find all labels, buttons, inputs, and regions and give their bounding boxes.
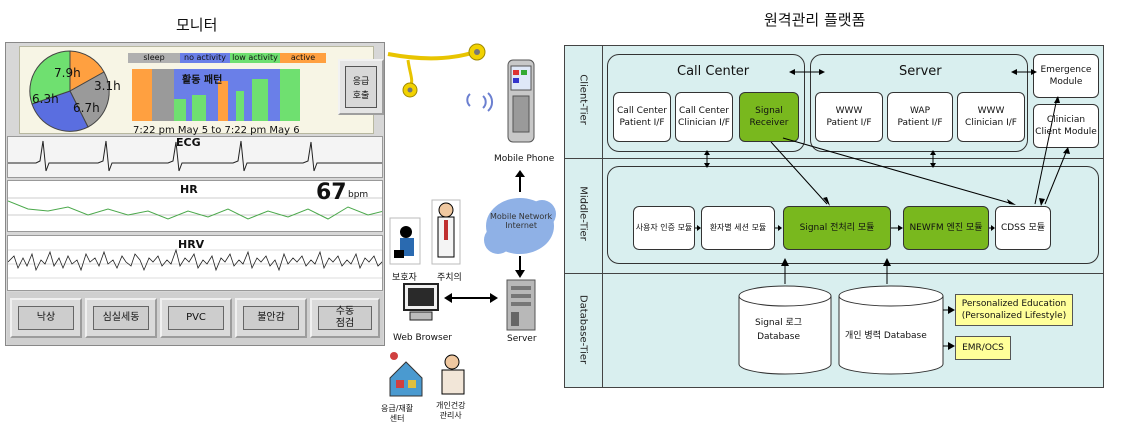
connection-illustration: [386, 43, 556, 400]
legend-sleep: sleep: [128, 53, 180, 63]
mobile-phone-icon: [507, 59, 535, 143]
network-cloud-icon: [484, 198, 556, 254]
server-icon: [506, 279, 536, 331]
tier-divider-2: [565, 273, 1103, 274]
server-title: Server: [899, 64, 942, 79]
pie-label-gray: 6.7h: [73, 101, 100, 115]
mobile-phone-label: Mobile Phone: [494, 154, 555, 164]
hr-trend: [8, 197, 382, 220]
legend-active: active: [280, 53, 326, 63]
activity-pie-chart: [29, 50, 110, 132]
signal-preprocessing-module: Signal 전처리 모듈: [783, 206, 891, 250]
manual-check-button[interactable]: 수동 점검: [310, 298, 380, 338]
wap-patient-if: WAP Patient I/F: [887, 92, 953, 142]
anxiety-button[interactable]: 불안감: [235, 298, 307, 338]
activity-time-range: 7:22 pm May 5 to 7:22 pm May 6: [133, 125, 300, 136]
clinician-client-module: Clinician Client Module: [1033, 104, 1099, 148]
doctor-icon: [431, 199, 461, 265]
www-patient-if: WWW Patient I/F: [815, 92, 883, 142]
middle-tier-group: [607, 166, 1099, 264]
platform-title: 원격관리 플랫폼: [764, 11, 866, 29]
hr-label: HR: [180, 183, 198, 196]
hrv-panel: HRV: [7, 235, 383, 291]
patient-session-module: 환자별 세션 모듈: [701, 206, 775, 250]
signal-log-database-icon: [738, 285, 832, 375]
signal-receiver: Signal Receiver: [739, 92, 799, 142]
health-manager-label: 개인건강 관리사: [436, 401, 466, 420]
server-label: Server: [507, 334, 537, 344]
guardian-icon: [389, 217, 421, 265]
web-browser-label: Web Browser: [393, 333, 452, 343]
guardian-label: 보호자: [392, 273, 417, 283]
hrv-trend: [8, 248, 382, 279]
manual-check-label: 수동 점검: [318, 306, 372, 330]
tier-column-divider: [602, 46, 603, 387]
hrv-label: HRV: [178, 238, 205, 251]
monitor-screen: 7.9h 3.1h 6.3h 6.7h sleep no activity lo…: [5, 42, 385, 346]
hr-panel: HR 67 bpm: [7, 180, 383, 232]
call-center-patient-if: Call Center Patient I/F: [613, 92, 671, 142]
fall-label: 낙상: [18, 306, 74, 330]
doctor-label: 주치의: [437, 273, 462, 283]
signal-log-database-label: Signal 로그 Database: [755, 318, 803, 342]
monitor-title: 모니터: [176, 16, 218, 34]
emergency-center-icon: [386, 352, 426, 398]
legend-low-activity: low activity: [230, 53, 280, 63]
fall-button[interactable]: 낙상: [10, 298, 82, 338]
wireless-signal-icon: [482, 95, 487, 109]
hr-value: 67: [316, 180, 347, 205]
pvc-label: PVC: [168, 306, 224, 330]
pie-label-orange: 3.1h: [94, 79, 121, 93]
activity-pattern-title: 활동 패턴: [182, 75, 223, 86]
call-center-title: Call Center: [677, 64, 750, 79]
personalized-education-box: Personalized Education (Personalized Lif…: [955, 294, 1073, 326]
user-auth-module: 사용자 인증 모듈: [633, 206, 695, 250]
network-label: Mobile Network Internet: [490, 212, 553, 230]
emr-ocs-box: EMR/OCS: [955, 336, 1011, 360]
pie-label-blue: 6.3h: [32, 92, 59, 106]
call-center-group: [607, 54, 805, 152]
pie-label-active: 7.9h: [54, 66, 81, 80]
emergency-call-button[interactable]: 응급 호출: [338, 59, 384, 115]
platform-connectors: [695, 69, 1070, 375]
hr-unit: bpm: [348, 190, 369, 200]
ecg-waveform-panel: ECG: [7, 136, 383, 178]
vf-label: 심실세동: [93, 306, 149, 330]
legend-no-activity: no activity: [180, 53, 230, 63]
personal-history-database-label: 개인 병력 Database: [845, 331, 927, 341]
ventricular-fibrillation-button[interactable]: 심실세동: [85, 298, 157, 338]
tier-divider-1: [565, 158, 1103, 159]
anxiety-label: 불안감: [243, 306, 299, 330]
cdss-module: CDSS 모듈: [995, 206, 1051, 250]
personal-history-database-icon: [838, 285, 944, 375]
emergency-center-label: 응급/재활 센터: [381, 404, 414, 423]
emergency-call-label: 응급 호출: [345, 66, 377, 108]
health-manager-icon: [436, 352, 472, 400]
activity-pattern-chart: [132, 69, 300, 121]
remote-management-platform: Client-Tier Middle-Tier Database-Tier Ca…: [564, 45, 1104, 388]
newfm-engine-module: NEWFM 엔진 모듈: [903, 206, 989, 250]
ecg-label: ECG: [176, 136, 201, 149]
server-group: [810, 54, 1028, 152]
www-clinician-if: WWW Clinician I/F: [957, 92, 1025, 142]
alert-button-row: 낙상 심실세동 PVC 불안감 수동 점검: [7, 292, 383, 345]
call-center-clinician-if: Call Center Clinician I/F: [675, 92, 733, 142]
ecg-waveform: [8, 140, 382, 172]
pvc-button[interactable]: PVC: [160, 298, 232, 338]
activity-summary-panel: 7.9h 3.1h 6.3h 6.7h sleep no activity lo…: [19, 46, 384, 136]
emergence-module: Emergence Module: [1033, 54, 1099, 98]
sensor-cable: [387, 50, 476, 61]
web-browser-computer-icon: [403, 283, 439, 321]
